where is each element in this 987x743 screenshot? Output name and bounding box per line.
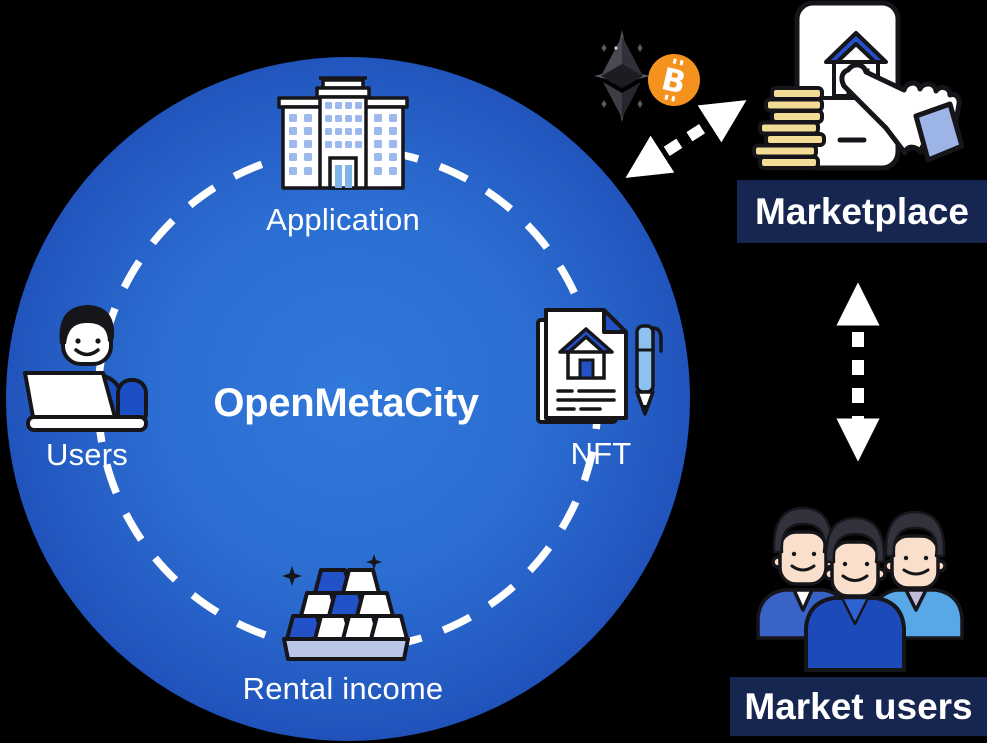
building-windows — [289, 102, 397, 175]
rental-income-label: Rental income — [242, 671, 444, 706]
vertical-exchange-arrow-icon — [836, 282, 880, 462]
exchange-arrow-icon — [625, 100, 747, 178]
ethereum-icon — [594, 30, 650, 122]
phone-hand-coins-icon — [752, 0, 964, 171]
sparkle — [366, 554, 382, 570]
building-door — [328, 156, 358, 190]
market-users-caption: Market users — [730, 677, 987, 736]
sleeve-cuff — [913, 101, 964, 163]
application-label: Application — [266, 202, 420, 237]
coin-stack — [752, 86, 826, 170]
bitcoin-icon: B — [648, 54, 700, 106]
marketplace-caption: Marketplace — [737, 180, 987, 243]
users-label: Users — [46, 437, 128, 472]
folded-corner — [602, 308, 628, 334]
building-icon — [277, 76, 409, 190]
document-house-pen-icon — [536, 308, 663, 424]
hair — [59, 305, 115, 344]
house-drawing — [558, 327, 614, 380]
pen — [635, 324, 663, 416]
pointing-hand — [839, 62, 964, 163]
document-lines — [556, 389, 616, 411]
gold-bars-icon — [282, 554, 410, 661]
sparkle — [282, 566, 302, 586]
faces — [791, 551, 929, 567]
people-group-icon — [756, 506, 964, 672]
center-title: OpenMetaCity — [213, 381, 479, 425]
nft-label: NFT — [570, 436, 632, 471]
person-laptop-icon — [23, 305, 148, 432]
laptop — [23, 371, 148, 432]
